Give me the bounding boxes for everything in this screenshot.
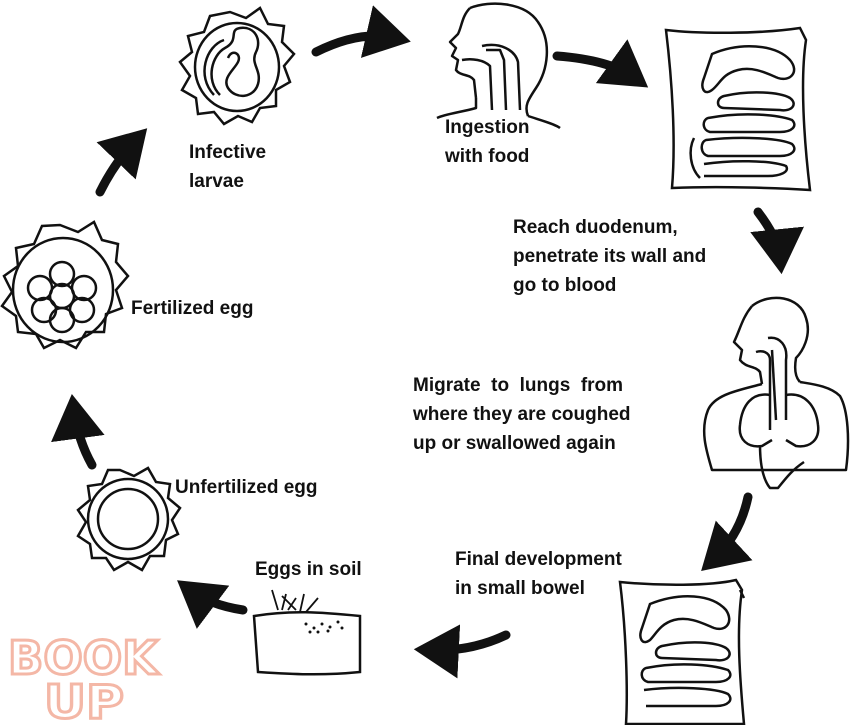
intestine-icon-top [664,26,812,192]
unfertilized-egg-icon [76,466,182,572]
arrow-ingestion-to-intestine [552,39,649,88]
cycle-arrows [51,5,804,679]
watermark-line1: BOOK [8,631,160,685]
arrow-soil-to-unfertilized [177,580,248,629]
arrow-bowel-to-soil [413,624,511,679]
torso-lungs-icon [702,296,850,490]
label-eggs-in-soil: Eggs in soil [255,559,362,580]
arrow-fertilized-to-larvae [95,128,148,197]
label-small-bowel: Final development in small bowel [455,549,622,599]
label-unfertilized-egg: Unfertilized egg [175,477,318,498]
infective-larvae-egg-icon [178,6,296,126]
label-infective-larvae: Infective larvae [189,142,267,192]
arrow-intestine-to-lungs [750,207,804,275]
arrow-lungs-to-bowel [701,492,753,572]
arrow-unfertilized-to-fertilized [51,393,105,470]
arrow-larvae-to-ingestion [311,5,411,58]
label-lungs: Migrate to lungs from where they are cou… [413,375,631,454]
label-ingestion: Ingestion with food [445,117,530,167]
label-duodenum: Reach duodenum, penetrate its wall and g… [513,217,707,296]
label-fertilized-egg: Fertilized egg [131,298,254,319]
intestine-icon-bottom [618,578,746,725]
fertilized-egg-icon [0,220,130,350]
watermark-line2: UP [44,675,124,723]
bookup-watermark-logo: BOOK UP [7,630,162,724]
head-ingestion-icon [436,2,561,130]
soil-icon [252,589,362,676]
